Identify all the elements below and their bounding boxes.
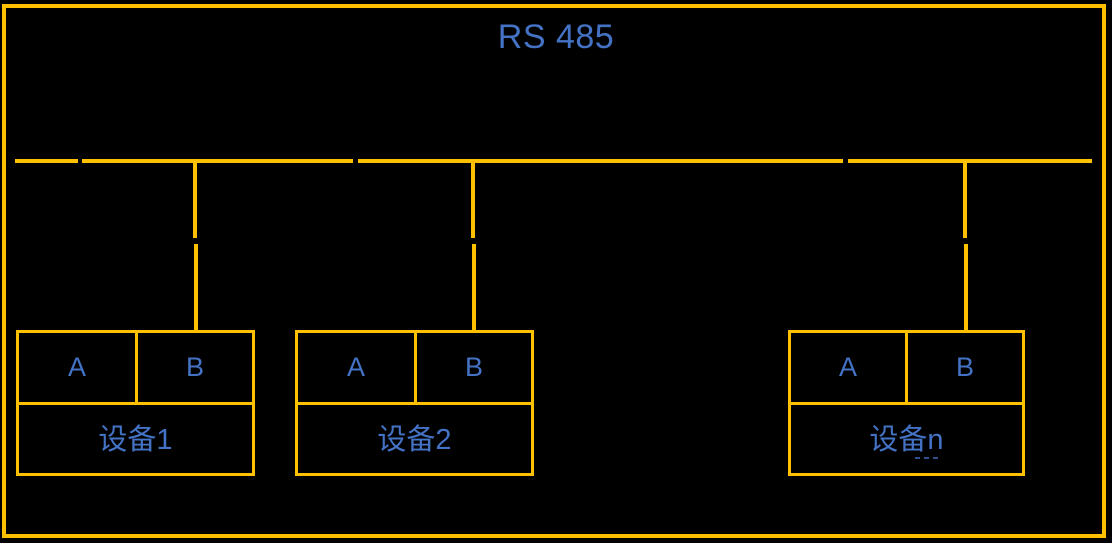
device-n-terminal-a[interactable]: A: [791, 333, 908, 402]
bus-line-segment-2: [82, 159, 353, 163]
device-n-label: 设备n: [869, 423, 944, 459]
bus-line-segment-4: [848, 159, 1092, 163]
device-1-name-row: 设备1: [19, 405, 252, 474]
device-n-terminal-b[interactable]: B: [955, 352, 974, 382]
bus-line-segment-1: [15, 159, 78, 163]
device-2-terminal-a[interactable]: A: [298, 333, 417, 402]
frame-right-border: [1102, 4, 1106, 538]
drop-line-lower-1: [194, 244, 198, 332]
frame-left-border: [2, 4, 6, 538]
device-2-name-row: 设备2: [298, 405, 531, 474]
bus-line-segment-3: [358, 159, 843, 163]
drop-line-upper-3: [963, 159, 967, 238]
drop-line-lower-2: [472, 244, 476, 332]
drop-line-upper-2: [471, 159, 475, 238]
device-2-label: 设备2: [377, 423, 452, 456]
device-1-terminal-b[interactable]: B: [185, 352, 204, 382]
drop-line-upper-1: [193, 159, 197, 238]
device-2-terminal-b[interactable]: B: [464, 352, 483, 382]
drop-line-lower-3: [964, 244, 968, 332]
frame-top-border: [2, 4, 1106, 8]
device-1-terminal-a[interactable]: A: [19, 333, 138, 402]
device-n-name-row: 设备n: [791, 405, 1022, 474]
frame-bottom-border: [2, 534, 1106, 538]
device-1-label: 设备1: [98, 423, 173, 456]
diagram-title: RS 485: [497, 18, 615, 56]
device-n-spellcheck-underline-icon: [915, 456, 942, 459]
